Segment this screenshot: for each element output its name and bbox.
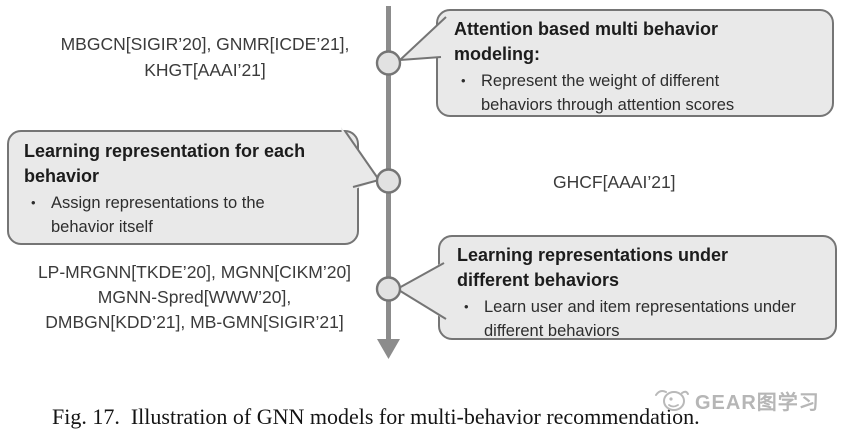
model-label-ghcf: GHCF[AAAI’21]: [553, 172, 676, 192]
callout-different-behaviors-title: Learning representations under different…: [457, 245, 729, 290]
timeline-arrow-down-icon: [377, 339, 400, 359]
callout-bubble-attention: [436, 9, 834, 117]
gear-xuexi-logo-icon: [655, 390, 689, 411]
callout-each-behavior-bullet-row: • Assign representations to the behavior…: [24, 191, 354, 239]
model-list-bottom-line1: LP-MRGNN[TKDE’20], MGNN[CIKM’20]: [37, 262, 352, 282]
figure-caption: Fig. 17. Illustration of GNN models for …: [52, 404, 700, 429]
model-list-top-line1: MBGCN[SIGIR’20], GNMR[ICDE’21],: [60, 34, 350, 54]
callout-different-behaviors-bullet: Learn user and item representations unde…: [484, 298, 796, 340]
bullet-icon: •: [31, 195, 36, 210]
callout-different-behaviors-bullet-row: • Learn user and item representations un…: [457, 295, 831, 343]
callout-each-behavior-title: Learning representation for each behavio…: [24, 141, 306, 186]
callout-tail-attention: [399, 13, 450, 61]
callout-attention-text: Attention based multi behavior modeling:…: [454, 17, 828, 117]
milestone-circle-bottom: [375, 276, 402, 302]
model-list-bottom: LP-MRGNN[TKDE’20], MGNN[CIKM’20] MGNN-Sp…: [22, 260, 367, 335]
callout-attention-bullet-row: • Represent the weight of different beha…: [454, 69, 828, 117]
callout-each-behavior-text: Learning representation for each behavio…: [24, 139, 354, 239]
model-list-bottom-line2: MGNN-Spred[WWW’20],: [97, 287, 292, 307]
callout-attention-bullet: Represent the weight of different behavi…: [481, 72, 735, 114]
callout-different-behaviors-text: Learning representations under different…: [457, 243, 831, 343]
watermark: GEAR图学习: [652, 385, 820, 415]
callout-attention-title: Attention based multi behavior modeling:: [454, 19, 719, 64]
callout-each-behavior-bullet: Assign representations to the behavior i…: [51, 194, 265, 236]
model-list-top: MBGCN[SIGIR’20], GNMR[ICDE’21], KHGT[AAA…: [48, 31, 362, 83]
bullet-icon: •: [461, 73, 466, 88]
callout-tail-each-behavior: [341, 127, 380, 191]
watermark-text: GEAR图学习: [695, 391, 820, 414]
model-list-top-line2: KHGT[AAAI’21]: [144, 60, 266, 80]
callout-tail-different-behaviors: [396, 259, 448, 322]
bullet-icon: •: [464, 299, 469, 314]
model-list-bottom-line3: DMBGN[KDD’21], MB-GMN[SIGIR’21]: [45, 312, 344, 332]
milestone-circle-top: [375, 50, 402, 76]
milestone-circle-middle: [375, 168, 402, 194]
